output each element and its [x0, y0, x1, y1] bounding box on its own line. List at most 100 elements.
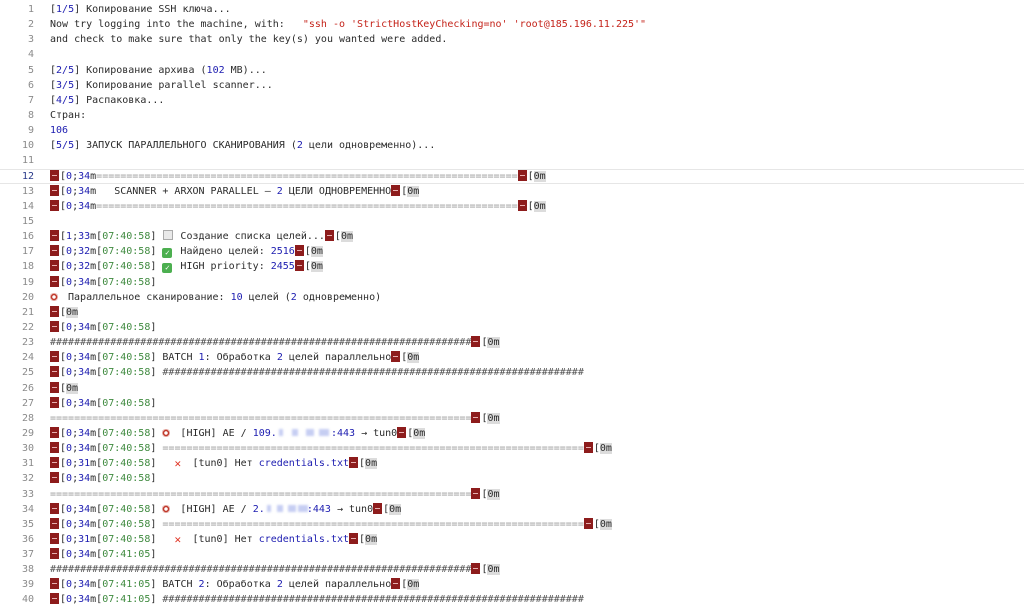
- code-line[interactable]: 35[0;34m[07:40:58] =====================…: [0, 517, 1024, 532]
- line-content: [0;32m[07:40:58] ✓ Найдено целей: 2516[0…: [50, 244, 323, 260]
- text: Создание списка целей...: [174, 231, 325, 243]
- line-number: 30: [21, 443, 34, 455]
- code-line[interactable]: 16[1;33m[07:40:58] Создание списка целей…: [0, 229, 1024, 244]
- code-line[interactable]: 4: [0, 47, 1024, 62]
- text: целей (: [242, 291, 291, 303]
- text: ]: [150, 246, 163, 258]
- code-line[interactable]: 10[5/5] ЗАПУСК ПАРАЛЛЕЛЬНОГО СКАНИРОВАНИ…: [0, 138, 1024, 153]
- code-line[interactable]: 29[0;34m[07:40:58] [HIGH] AE / 109.:443 …: [0, 426, 1024, 441]
- code-line[interactable]: 28======================================…: [0, 411, 1024, 426]
- check-mark-icon-glyph: ✓: [162, 263, 173, 274]
- number-token: 2: [276, 579, 283, 591]
- number-token: 1: [198, 352, 205, 364]
- line-content: [4/5] Распаковка...: [50, 93, 164, 108]
- escape-char-icon: [50, 230, 59, 242]
- line-content: Стран:: [50, 108, 86, 123]
- code-line[interactable]: 37[0;34m[07:41:05]: [0, 547, 1024, 562]
- code-line[interactable]: 14[0;34m================================…: [0, 199, 1024, 214]
- code-line[interactable]: 26[0m: [0, 381, 1024, 396]
- line-number: 24: [21, 352, 34, 364]
- code-line[interactable]: 32[0;34m[07:40:58]: [0, 471, 1024, 486]
- text: HIGH priority:: [174, 261, 271, 273]
- line-content: ########################################…: [50, 562, 500, 577]
- code-line[interactable]: 21[0m: [0, 305, 1024, 320]
- line-number: 40: [21, 594, 34, 606]
- code-line[interactable]: 39[0;34m[07:41:05] BATCH 2: Обработка 2 …: [0, 577, 1024, 592]
- code-line[interactable]: 25[0;34m[07:40:58] #####################…: [0, 365, 1024, 380]
- text: ]: [150, 261, 163, 273]
- timestamp: 07:40:58: [102, 427, 151, 439]
- code-line[interactable]: 40 [0;34m[07:41:05] #####################…: [0, 592, 1024, 607]
- text: [: [359, 533, 366, 545]
- line-content: [0;34m[07:41:05] #######################…: [50, 592, 584, 607]
- code-line[interactable]: 36[0;31m[07:40:58] ✕ [tun0] Нет credenti…: [0, 532, 1024, 547]
- text: [: [60, 200, 67, 212]
- line-number: 20: [21, 291, 34, 303]
- code-line[interactable]: 24[0;34m[07:40:58] BATCH 1: Обработка 2 …: [0, 350, 1024, 365]
- code-line[interactable]: 33======================================…: [0, 487, 1024, 502]
- text: Стран:: [50, 109, 87, 121]
- code-line[interactable]: 27[0;34m[07:40:58]: [0, 396, 1024, 411]
- target-icon: [50, 291, 62, 306]
- text: [: [60, 503, 67, 515]
- code-line[interactable]: 34[0;34m[07:40:58] [HIGH] AE / 2.:443 → …: [0, 502, 1024, 517]
- code-line[interactable]: 38######################################…: [0, 562, 1024, 577]
- cross-mark-icon-glyph: ✕: [174, 457, 182, 471]
- text: m[: [90, 503, 103, 515]
- text: m[: [90, 579, 103, 591]
- line-number: 16: [21, 231, 34, 243]
- number-token: 34: [78, 443, 91, 455]
- text: and check to make sure that only the key…: [50, 34, 448, 46]
- separator: ########################################…: [50, 564, 472, 576]
- code-line[interactable]: 31[0;31m[07:40:58] ✕ [tun0] Нет credenti…: [0, 456, 1024, 471]
- code-line[interactable]: 13[0;34m SCANNER + ARXON PARALLEL – 2 ЦЕ…: [0, 184, 1024, 199]
- code-line[interactable]: 22[0;34m[07:40:58]: [0, 320, 1024, 335]
- code-line[interactable]: 7 [4/5] Распаковка...: [0, 93, 1024, 108]
- number-token: 2: [296, 140, 303, 152]
- line-number: 7: [27, 94, 34, 106]
- line-content: [0;31m[07:40:58] ✕ [tun0] Нет credential…: [50, 532, 378, 548]
- escape-char-icon: [50, 442, 59, 454]
- text: [: [60, 231, 67, 243]
- text: ;: [72, 473, 79, 485]
- number-token: 0: [66, 321, 73, 333]
- timestamp: 07:40:58: [102, 261, 151, 273]
- code-line[interactable]: 19[0;34m[07:40:58]: [0, 275, 1024, 290]
- text: [tun0] Нет: [186, 458, 259, 470]
- number-token: 2/5: [56, 64, 75, 76]
- text: m[: [90, 458, 103, 470]
- redacted-ip: [265, 503, 309, 513]
- separator: ########################################…: [162, 367, 584, 379]
- timestamp: 07:40:58: [102, 443, 151, 455]
- code-line[interactable]: 11: [0, 153, 1024, 168]
- code-line[interactable]: 1[1/5] Копирование SSH ключа...: [0, 2, 1024, 17]
- code-line[interactable]: 15: [0, 214, 1024, 229]
- text: m[: [90, 533, 103, 545]
- code-line[interactable]: 5[2/5] Копирование архива (102 MB)...: [0, 63, 1024, 78]
- number-token: 0: [66, 200, 73, 212]
- escape-char-icon: [50, 275, 59, 287]
- text: → tun0: [355, 427, 398, 439]
- text: [: [60, 594, 67, 606]
- number-token: 34: [78, 367, 91, 379]
- code-line[interactable]: 18[0;32m[07:40:58] ✓ HIGH priority: 2455…: [0, 259, 1024, 274]
- text: ]: [150, 458, 175, 470]
- timestamp: 07:40:58: [102, 321, 151, 333]
- number-token: 33: [78, 231, 91, 243]
- code-line[interactable]: 30[0;34m[07:40:58] =====================…: [0, 441, 1024, 456]
- code-line[interactable]: 17[0;32m[07:40:58] ✓ Найдено целей: 2516…: [0, 244, 1024, 259]
- code-line[interactable]: 23######################################…: [0, 335, 1024, 350]
- text: MB)...: [224, 64, 267, 76]
- line-number: 14: [21, 200, 34, 212]
- code-line[interactable]: 20 Параллельное сканирование: 10 целей (…: [0, 290, 1024, 305]
- timestamp: 07:40:58: [102, 533, 151, 545]
- line-content: [0;31m[07:40:58] ✕ [tun0] Нет credential…: [50, 456, 378, 472]
- code-line[interactable]: 6[3/5] Копирование parallel scanner...: [0, 78, 1024, 93]
- number-token: 2: [276, 185, 283, 197]
- code-line[interactable]: 12[0;34m================================…: [0, 169, 1024, 184]
